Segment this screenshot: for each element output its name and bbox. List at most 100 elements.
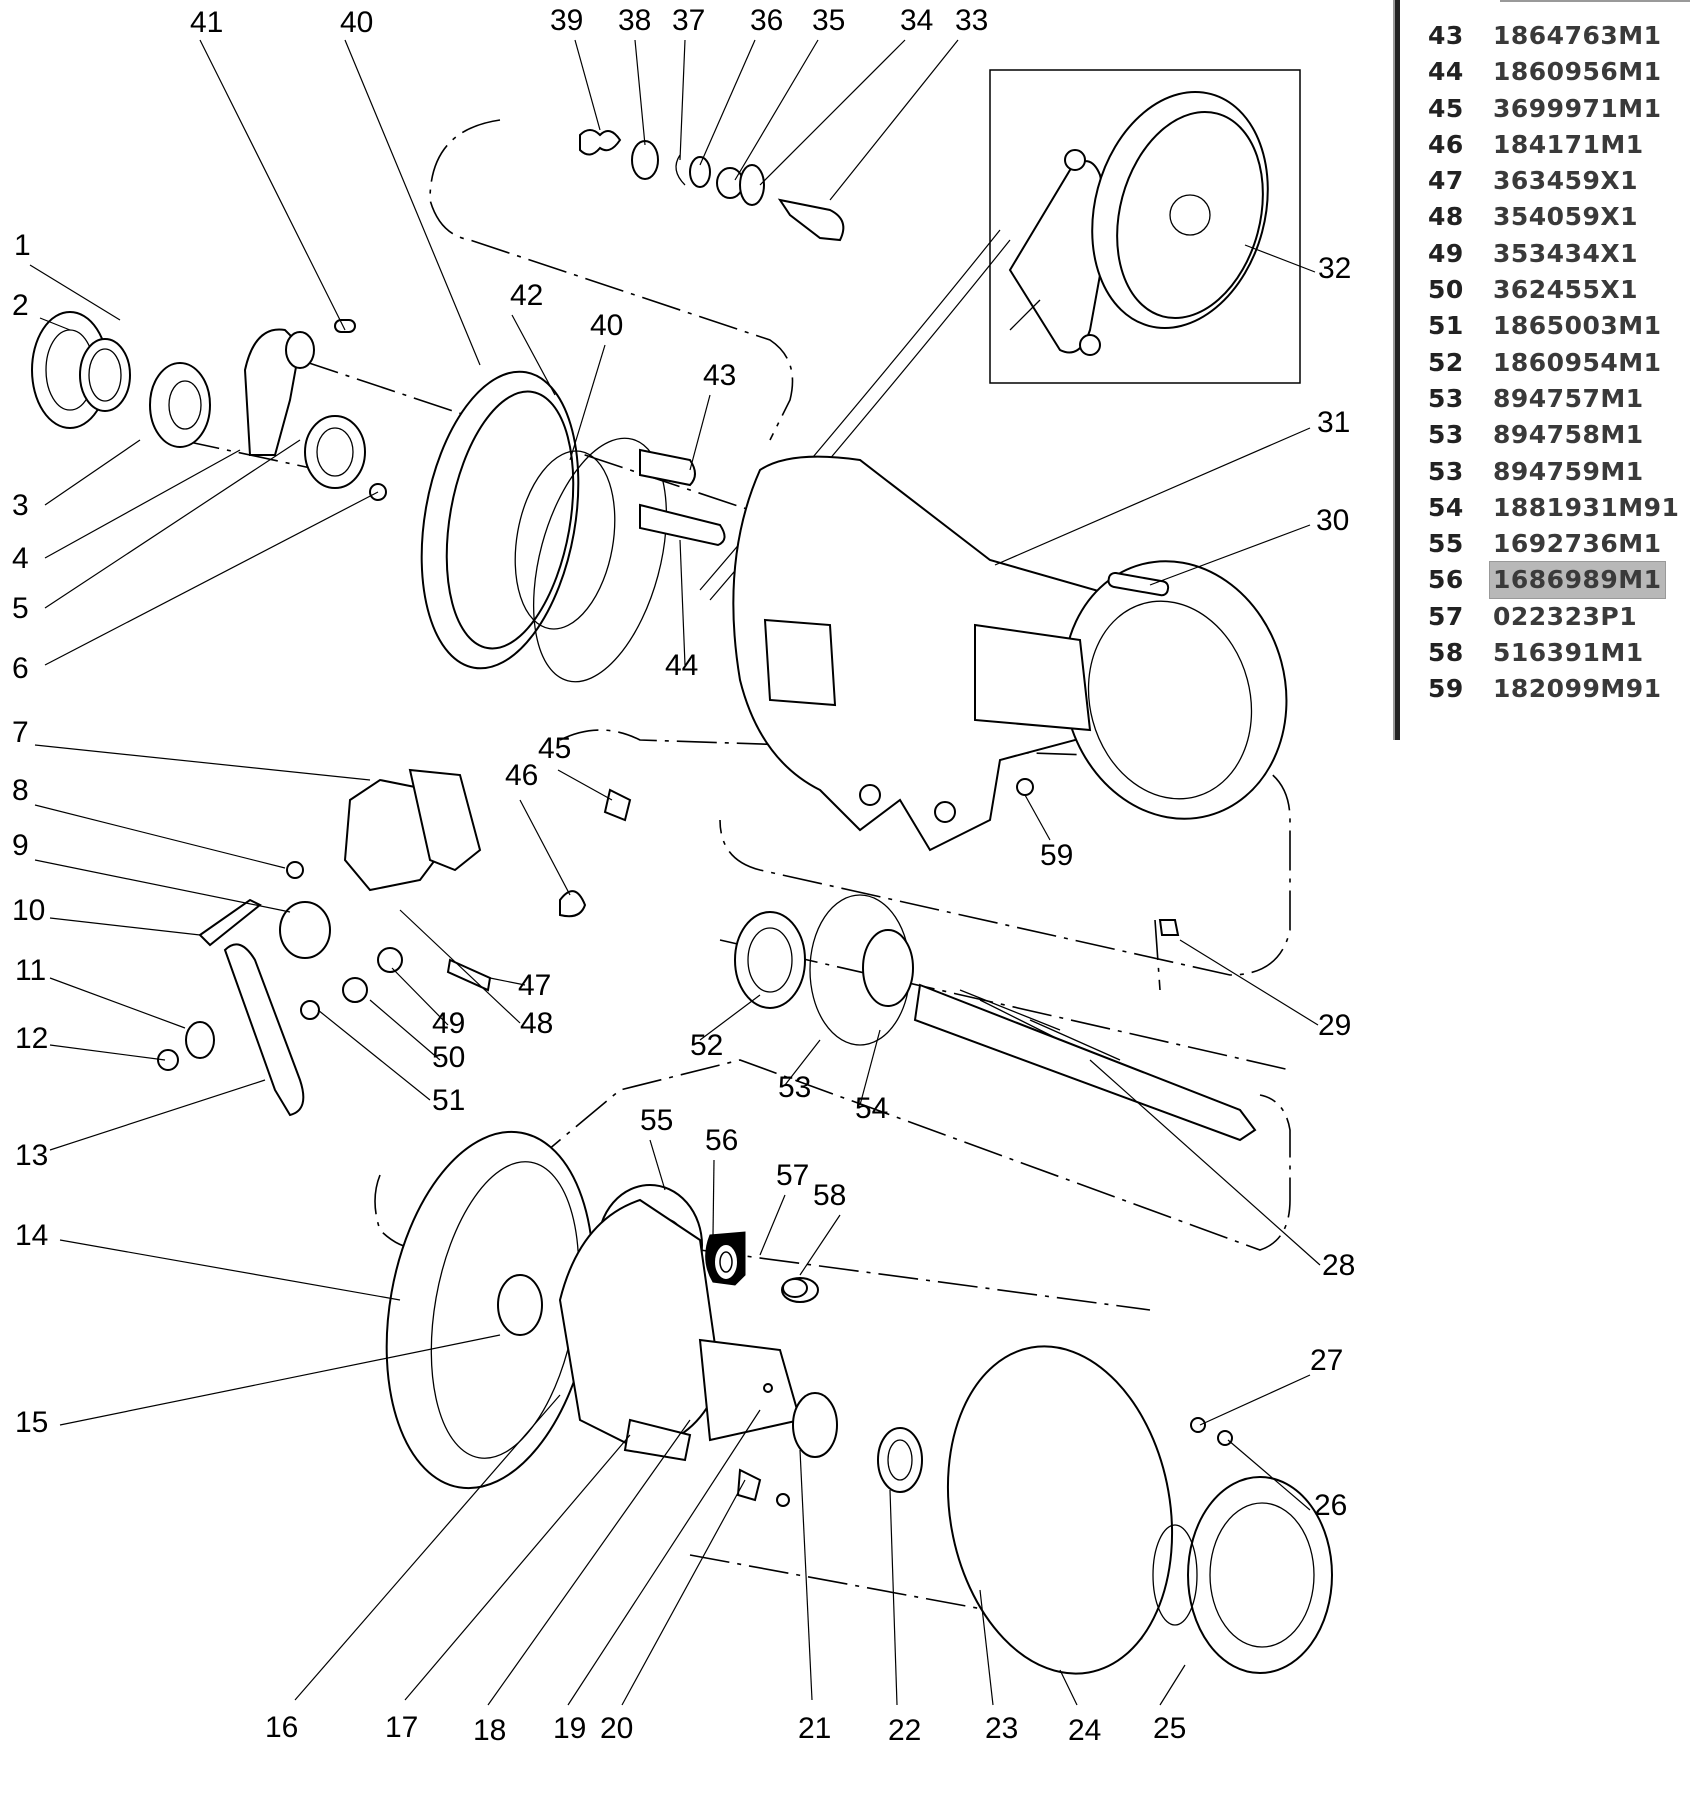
part-number[interactable]: 354059X1 [1493,202,1639,232]
part-number[interactable]: 182099M91 [1493,674,1662,704]
callout-number[interactable]: 58 [813,1179,846,1212]
callout-number[interactable]: 44 [665,649,698,682]
callout-number[interactable]: 14 [15,1219,48,1252]
part-number[interactable]: 363459X1 [1493,166,1639,196]
part-number[interactable]: 516391M1 [1493,638,1644,668]
callout-number[interactable]: 15 [15,1406,48,1439]
callout-number[interactable]: 39 [550,4,583,37]
highlighted-part-56[interactable] [705,1231,746,1286]
callout-number[interactable]: 17 [385,1711,418,1744]
part-number[interactable]: 184171M1 [1493,129,1644,159]
callout-number[interactable]: 57 [776,1159,809,1192]
callout-number[interactable]: 3 [12,489,29,522]
callout-number[interactable]: 8 [12,774,29,807]
callout-number[interactable]: 51 [432,1084,465,1117]
callout-number[interactable]: 23 [985,1712,1018,1745]
callout-number[interactable]: 48 [520,1007,553,1040]
callout-number[interactable]: 2 [12,289,29,322]
callout-number[interactable]: 32 [1318,252,1351,285]
callout-number[interactable]: 16 [265,1711,298,1744]
part-number[interactable]: 353434X1 [1493,238,1639,268]
callout-number[interactable]: 54 [855,1092,888,1125]
callout-number[interactable]: 55 [640,1104,673,1137]
callout-number[interactable]: 38 [618,4,651,37]
callout-number[interactable]: 41 [190,6,223,39]
callout-number[interactable]: 12 [15,1022,48,1055]
callout-number[interactable]: 6 [12,652,29,685]
callout-number[interactable]: 43 [703,359,736,392]
callout-number[interactable]: 27 [1310,1344,1343,1377]
part-number[interactable]: 1692736M1 [1493,529,1662,559]
callout-number[interactable]: 7 [12,716,29,749]
part-number[interactable]: 3699971M1 [1493,93,1662,123]
callout-number[interactable]: 25 [1153,1712,1186,1745]
part-number[interactable]: 894759M1 [1493,456,1644,486]
callout-number[interactable]: 28 [1322,1249,1355,1282]
callout-number[interactable]: 52 [690,1029,723,1062]
callout-number[interactable]: 19 [553,1712,586,1745]
callout-number[interactable]: 18 [473,1714,506,1747]
part-number[interactable]: 1860954M1 [1493,347,1662,377]
part-number[interactable]: 1860956M1 [1493,57,1662,87]
callout-number[interactable]: 5 [12,592,29,625]
part-number[interactable]: 1865003M1 [1493,311,1662,341]
callout-number[interactable]: 34 [900,4,933,37]
callout-number[interactable]: 31 [1317,406,1350,439]
callout-number[interactable]: 53 [778,1071,811,1104]
part-number[interactable]: 1686989M1 [1489,561,1666,600]
callout-number[interactable]: 30 [1316,504,1349,537]
callout-number[interactable]: 26 [1314,1489,1347,1522]
callout-number[interactable]: 35 [812,4,845,37]
callout-number[interactable]: 50 [432,1041,465,1074]
callout-number[interactable]: 10 [12,894,45,927]
callout-number[interactable]: 59 [1040,839,1073,872]
part-number[interactable]: 362455X1 [1493,275,1639,305]
part-number[interactable]: 1864763M1 [1493,21,1662,50]
callout-number[interactable]: 42 [510,279,543,312]
callout-number[interactable]: 29 [1318,1009,1351,1042]
callout-number[interactable]: 9 [12,829,29,862]
part-number[interactable]: 894758M1 [1493,420,1644,450]
callout-number[interactable]: 47 [518,969,551,1002]
part-number[interactable]: 1881931M91 [1493,492,1680,522]
callout-number[interactable]: 21 [798,1712,831,1745]
callout-number[interactable]: 1 [14,229,31,262]
callout-number[interactable]: 40 [590,309,623,342]
callout-number[interactable]: 11 [15,954,46,987]
callout-number[interactable]: 22 [888,1714,921,1747]
callout-number[interactable]: 20 [600,1712,633,1745]
callout-number[interactable]: 24 [1068,1714,1101,1747]
callout-number[interactable]: 56 [705,1124,738,1157]
part-number[interactable]: 894757M1 [1493,383,1644,413]
callout-number[interactable]: 33 [955,4,988,37]
callout-number[interactable]: 46 [505,759,538,792]
callout-number[interactable]: 37 [672,4,705,37]
part-number[interactable]: 022323P1 [1493,601,1638,631]
exploded-parts-diagram: 1234567891011121314151617181920212223242… [12,4,1355,1747]
callout-number[interactable]: 4 [12,542,29,575]
callout-number[interactable]: 49 [432,1007,465,1040]
callout-number[interactable]: 36 [750,4,783,37]
callout-number[interactable]: 45 [538,732,571,765]
callout-number[interactable]: 13 [15,1139,48,1172]
callout-number[interactable]: 40 [340,6,373,39]
